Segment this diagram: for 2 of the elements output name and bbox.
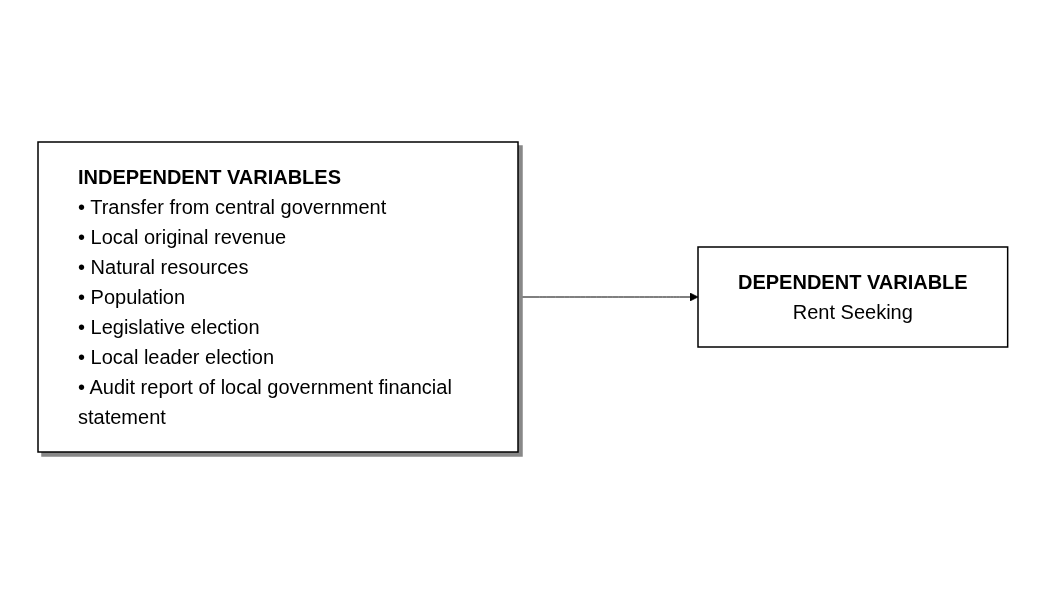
node-box: INDEPENDENT VARIABLES • Transfer from central government • Local original revenue • Natural resources • Population • Legislative election • Local leader election • Audit report of local government financial statement <box>36 141 519 453</box>
node-box: DEPENDENT VARIABLE Rent Seeking <box>696 246 1009 348</box>
